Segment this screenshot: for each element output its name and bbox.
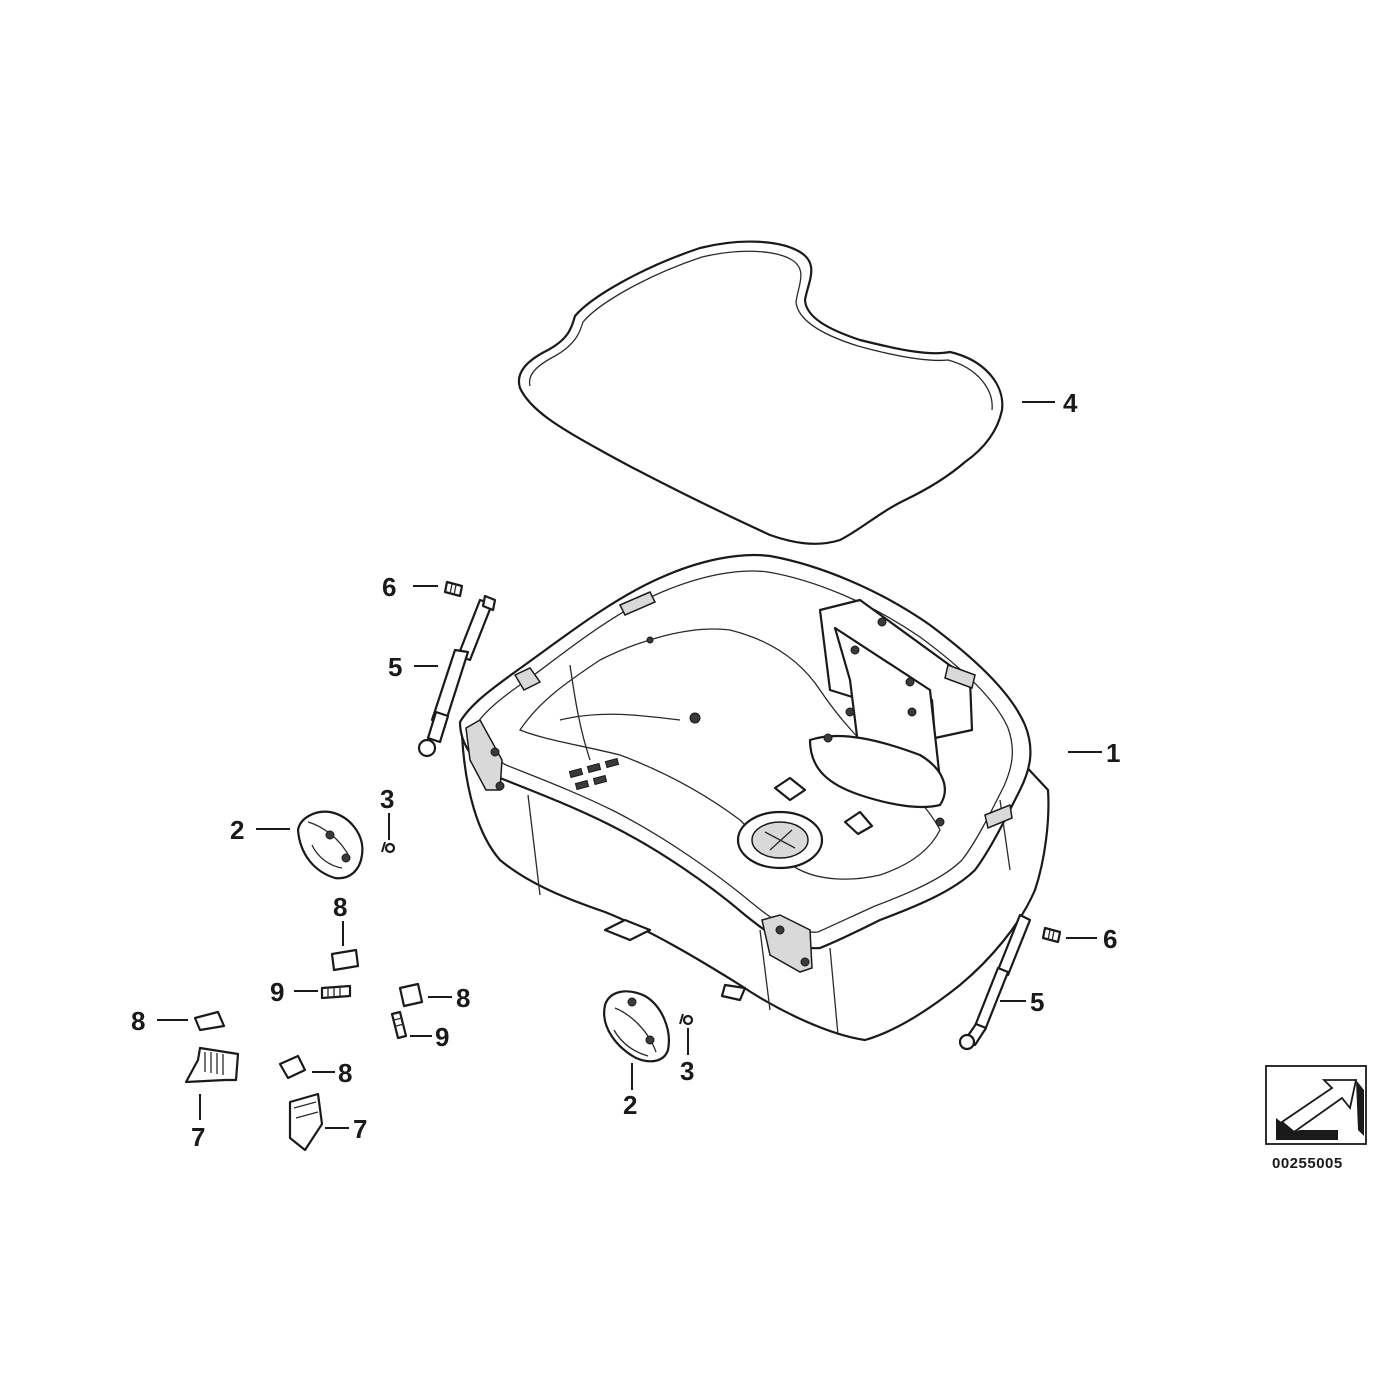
reference-number: 00255005 [1272, 1155, 1343, 1172]
callout-labels: 4 1 6 5 2 3 8 9 8 8 9 8 7 7 2 3 5 6 [131, 388, 1120, 1152]
callout-8: 8 [131, 1006, 145, 1036]
callout-3: 3 [680, 1056, 694, 1086]
callout-1: 1 [1106, 738, 1120, 768]
part-5-gas-strut-left[interactable] [417, 594, 497, 758]
callout-7: 7 [353, 1114, 367, 1144]
part-9-insert-b[interactable] [390, 1010, 408, 1040]
callout-7: 7 [191, 1122, 205, 1152]
part-4-liner[interactable] [517, 240, 1004, 545]
callout-8: 8 [333, 892, 347, 922]
part-6-pin-right[interactable] [1041, 926, 1062, 944]
callout-4: 4 [1063, 388, 1078, 418]
callout-8: 8 [456, 983, 470, 1013]
callout-5: 5 [1030, 987, 1044, 1017]
part-7-clip-a[interactable] [184, 1046, 240, 1084]
part-6-pin-left[interactable] [443, 580, 464, 598]
part-9-insert-a[interactable] [320, 984, 352, 1000]
part-2-hinge-left[interactable] [296, 810, 364, 880]
callout-6: 6 [1103, 924, 1117, 954]
callout-6: 6 [382, 572, 396, 602]
part-8-pad-d[interactable] [278, 1054, 307, 1080]
part-8-pad-c[interactable] [193, 1010, 226, 1032]
part-2-hinge-center[interactable] [603, 990, 670, 1063]
part-3-screw-center[interactable] [679, 1013, 694, 1026]
callout-2: 2 [230, 815, 244, 845]
callout-9: 9 [270, 977, 284, 1007]
part-8-pad-b[interactable] [398, 982, 424, 1008]
callout-8: 8 [338, 1058, 352, 1088]
part-1-case[interactable] [458, 553, 1050, 1042]
leader-lines [157, 401, 1102, 1129]
floor-tabs [568, 757, 620, 791]
part-3-screw-left[interactable] [381, 841, 396, 854]
part-5-gas-strut-right[interactable] [958, 913, 1032, 1051]
callout-3: 3 [380, 784, 394, 814]
front-arrow-icon [1265, 1065, 1367, 1145]
callout-2: 2 [623, 1090, 637, 1120]
part-8-pad-a[interactable] [330, 948, 360, 972]
callout-5: 5 [388, 652, 402, 682]
part-7-clip-b[interactable] [288, 1092, 324, 1152]
callout-9: 9 [435, 1022, 449, 1052]
